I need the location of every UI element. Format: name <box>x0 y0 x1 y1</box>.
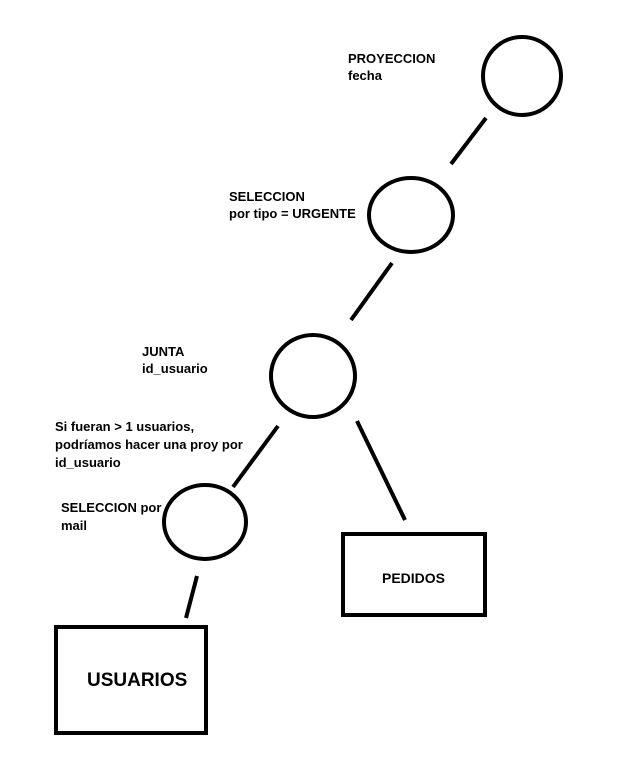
pedidos-label: PEDIDOS <box>382 570 445 586</box>
proyeccion-node <box>481 35 563 117</box>
edge-junta-seleccion-mail <box>231 424 280 489</box>
note-line2: podríamos hacer una proy por <box>55 437 243 452</box>
junta-node <box>269 333 357 419</box>
junta-label-line2: id_usuario <box>142 361 208 376</box>
seleccion-tipo-node <box>367 176 455 254</box>
seleccion-mail-label-line1: SELECCION por <box>61 500 161 515</box>
seleccion-tipo-label-line1: SELECCION <box>229 189 305 204</box>
edge-proyeccion-seleccion-tipo <box>449 116 488 166</box>
seleccion-mail-label-line2: mail <box>61 518 87 533</box>
usuarios-table-node <box>54 625 208 735</box>
pedidos-table-node <box>341 532 487 617</box>
proyeccion-label-line2: fecha <box>348 68 383 83</box>
edge-seleccion-tipo-junta <box>349 261 394 322</box>
usuarios-label: USUARIOS <box>87 670 187 691</box>
note-line3: id_usuario <box>55 455 121 470</box>
note-line1: Si fueran > 1 usuarios, <box>55 419 194 434</box>
seleccion-tipo-label-line2: por tipo = URGENTE <box>229 206 356 221</box>
edge-seleccion-mail-usuarios <box>184 575 199 619</box>
seleccion-mail-node <box>162 483 248 561</box>
proyeccion-label-line1: PROYECCION <box>348 51 435 66</box>
edge-junta-pedidos <box>355 420 407 521</box>
junta-label-line1: JUNTA <box>142 344 185 359</box>
